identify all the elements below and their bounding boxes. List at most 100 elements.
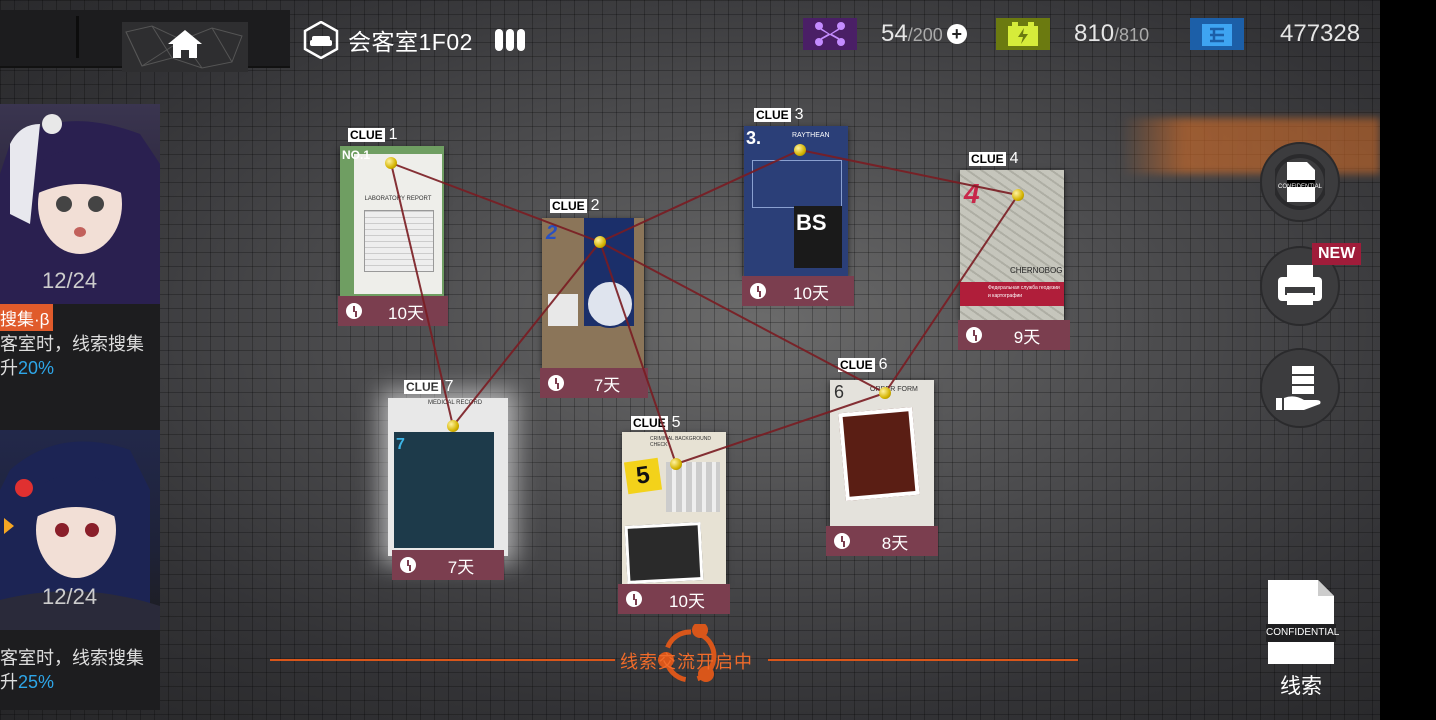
clue-document-6[interactable]: 6 ORDER FORM [830, 380, 934, 526]
clue-timer-7: 7天 [392, 550, 504, 580]
printer-icon [1278, 265, 1322, 305]
string-2-3 [599, 149, 801, 243]
string-2-7 [452, 241, 601, 427]
pin-4 [1012, 189, 1024, 201]
clue-document-7[interactable]: MEDICAL RECORD 7 [388, 398, 508, 556]
add-drone-button[interactable]: + [946, 24, 967, 44]
clock-icon [626, 591, 642, 607]
lmd-resource: 477328 [1190, 16, 1360, 52]
lmd-value: 477328 [1280, 20, 1361, 47]
pin-3 [794, 144, 806, 156]
clue-4-city: CHERNOBOG [1010, 266, 1063, 275]
screen-edge [1380, 0, 1436, 720]
hand-documents-icon [1276, 366, 1321, 410]
clue-timer-4: 9天 [958, 320, 1070, 350]
operator-portrait-1[interactable] [0, 104, 160, 304]
operator-1-illustration [0, 114, 160, 304]
clock-icon [834, 533, 850, 549]
clue-timer-1: 10天 [338, 296, 448, 326]
string-1-7 [390, 162, 454, 427]
clue-4-banner: Федеральная служба геодезии и картографи… [960, 282, 1064, 306]
assigned-operators-panel: 12/24 搜集·β 客室时，线索搜集 升20% 12/ [0, 104, 160, 710]
drone-icon [803, 18, 857, 50]
home-icon [125, 25, 243, 69]
clock-icon [400, 557, 416, 573]
clock-icon [750, 283, 766, 299]
room-level-indicator [494, 29, 525, 51]
clue-3-brand: RAYTHEAN [792, 132, 830, 139]
operator-1-skill-desc: 客室时，线索搜集 升20% [0, 334, 144, 378]
confidential-folder-button[interactable]: CONFIDENTIAL [1260, 142, 1340, 222]
sofa-icon [303, 21, 339, 59]
clue-6-title: ORDER FORM [870, 386, 918, 393]
navigation-area [0, 10, 290, 72]
clock-icon [548, 375, 564, 391]
top-bar: 会客室1F02 54/200 + [0, 0, 1380, 72]
share-icon [658, 624, 717, 683]
battery-icon [996, 18, 1050, 50]
pin-6 [879, 387, 891, 399]
clue-document-1[interactable]: NO.1 LABORATORY REPORT [340, 146, 444, 296]
clue-exchange-status[interactable]: 线索交流开启中 [250, 624, 1080, 690]
clue-timer-6: 8天 [826, 526, 938, 556]
clock-icon [346, 303, 362, 319]
nav-divider [76, 16, 79, 58]
drone-resource[interactable]: 54/200 + [803, 16, 967, 52]
clue-timer-2: 7天 [540, 368, 648, 398]
string-1-2 [390, 162, 601, 243]
power-value: 810/810 [1074, 20, 1150, 47]
pin-5 [670, 458, 682, 470]
pin-2 [594, 236, 606, 248]
lmd-currency-icon [1190, 18, 1244, 50]
clue-button-label: 线索 [1280, 675, 1322, 698]
clue-inventory-button[interactable]: CONFIDENTIAL [1266, 578, 1340, 673]
new-badge: NEW [1312, 243, 1362, 265]
string-6-5 [675, 392, 886, 465]
clue-2-number: 2 [546, 222, 558, 244]
clue-3-number: 3. [746, 128, 762, 148]
clue-document-2[interactable]: 2 [542, 218, 644, 368]
confidential-document-icon [1275, 154, 1325, 210]
confidential-clue-icon [1266, 580, 1336, 664]
string-4-6 [884, 194, 1019, 394]
give-clue-button[interactable] [1260, 348, 1340, 428]
room-info: 会客室1F02 [302, 20, 525, 60]
exchange-line-right [768, 659, 1078, 661]
clue-timer-3: 10天 [742, 276, 854, 306]
clue-3-logo: BS [796, 210, 827, 235]
clue-5-title: CRIMINAL BACKGROUND CHECK [650, 436, 711, 448]
operator-portrait-2[interactable] [0, 430, 160, 630]
power-resource: 810/810 [996, 16, 1149, 52]
clue-6-number: 6 [834, 382, 845, 402]
clue-timer-5: 10天 [618, 584, 730, 614]
operator-2-skill-desc: 客室时，线索搜集 升25% [0, 648, 144, 692]
clue-7-number: 7 [396, 436, 405, 453]
operator-1-skill-tag: 搜集·β [0, 304, 54, 331]
notification-glow [1120, 118, 1380, 174]
clue-string-lines [390, 149, 1019, 465]
string-3-4 [799, 149, 1019, 196]
clue-1-title: LABORATORY REPORT [364, 196, 432, 202]
pin-1 [385, 157, 397, 169]
home-button[interactable] [122, 22, 248, 72]
confidential-label: CONFIDENTIAL [1278, 184, 1323, 190]
exchange-line-left [270, 659, 615, 661]
pin-7 [447, 420, 459, 432]
string-2-5 [599, 241, 677, 465]
clue-7-title: MEDICAL RECORD [428, 400, 483, 406]
clue-1-number: NO.1 [342, 148, 371, 162]
exchange-status-text: 线索交流开启中 [620, 652, 753, 672]
clue-button-doc-text: CONFIDENTIAL [1266, 627, 1340, 638]
operator-1-trust-count: 12/24 [42, 268, 98, 293]
string-2-6 [599, 241, 886, 394]
clock-icon [966, 327, 982, 343]
drone-count: 54/200 [881, 20, 943, 47]
